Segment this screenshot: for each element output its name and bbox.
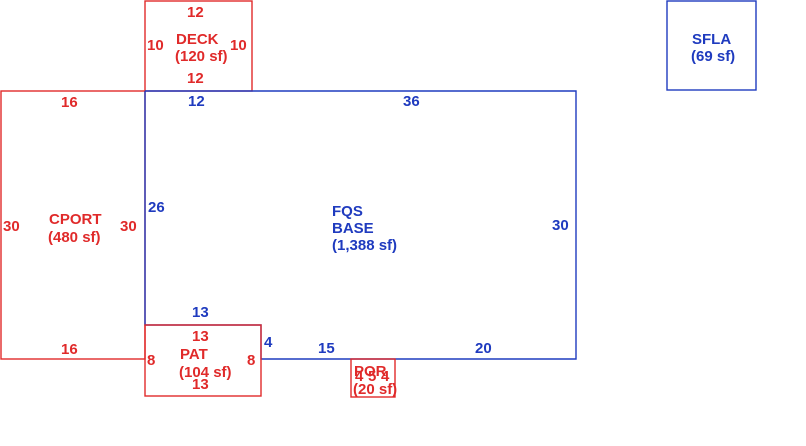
por-outline <box>350 358 396 398</box>
pat-dim-top: 13 <box>192 328 209 345</box>
base-dim-top: 36 <box>403 93 420 110</box>
cport-dim-bottom: 16 <box>61 341 78 358</box>
deck-area: (120 sf) <box>175 48 228 65</box>
por-area: (20 sf) <box>353 381 397 398</box>
deck-dim-top: 12 <box>187 4 204 21</box>
base-dim-right: 30 <box>552 217 569 234</box>
base-area: (1,388 sf) <box>332 237 397 254</box>
por-dim-a: 4 <box>355 368 364 385</box>
cport-dim-top: 16 <box>61 94 78 111</box>
base-dim-bottom-mid: 15 <box>318 340 335 357</box>
por-dim-b: 5 <box>368 368 376 385</box>
pat-label: PAT <box>180 346 208 363</box>
base-dim-bottom-right: 20 <box>475 340 492 357</box>
base-dim-left: 26 <box>148 199 165 216</box>
base-label-line1: FQS <box>332 203 363 220</box>
pat-outline <box>144 324 262 397</box>
sfla-label: SFLA <box>692 31 731 48</box>
deck-dim-left: 10 <box>147 37 164 54</box>
deck-label: DECK <box>176 31 219 48</box>
base-dim-top-left: 12 <box>188 93 205 110</box>
cport-dim-right: 30 <box>120 218 137 235</box>
sfla-outline <box>666 0 757 91</box>
deck-dim-right: 10 <box>230 37 247 54</box>
por-label: POR <box>354 363 387 380</box>
cport-label: CPORT <box>49 211 102 228</box>
pat-area: (104 sf) <box>179 364 232 381</box>
cport-dim-left: 30 <box>3 218 20 235</box>
pat-dim-left: 8 <box>147 352 155 369</box>
deck-dim-bottom: 12 <box>187 70 204 87</box>
base-dim-notch-top: 13 <box>192 304 209 321</box>
cport-area: (480 sf) <box>48 229 101 246</box>
base-label-line2: BASE <box>332 220 374 237</box>
por-dim-c: 4 <box>381 368 390 385</box>
pat-dim-bottom: 13 <box>192 376 209 393</box>
base-dim-notch-side: 4 <box>264 334 273 351</box>
sfla-area: (69 sf) <box>691 48 735 65</box>
pat-dim-right: 8 <box>247 352 255 369</box>
